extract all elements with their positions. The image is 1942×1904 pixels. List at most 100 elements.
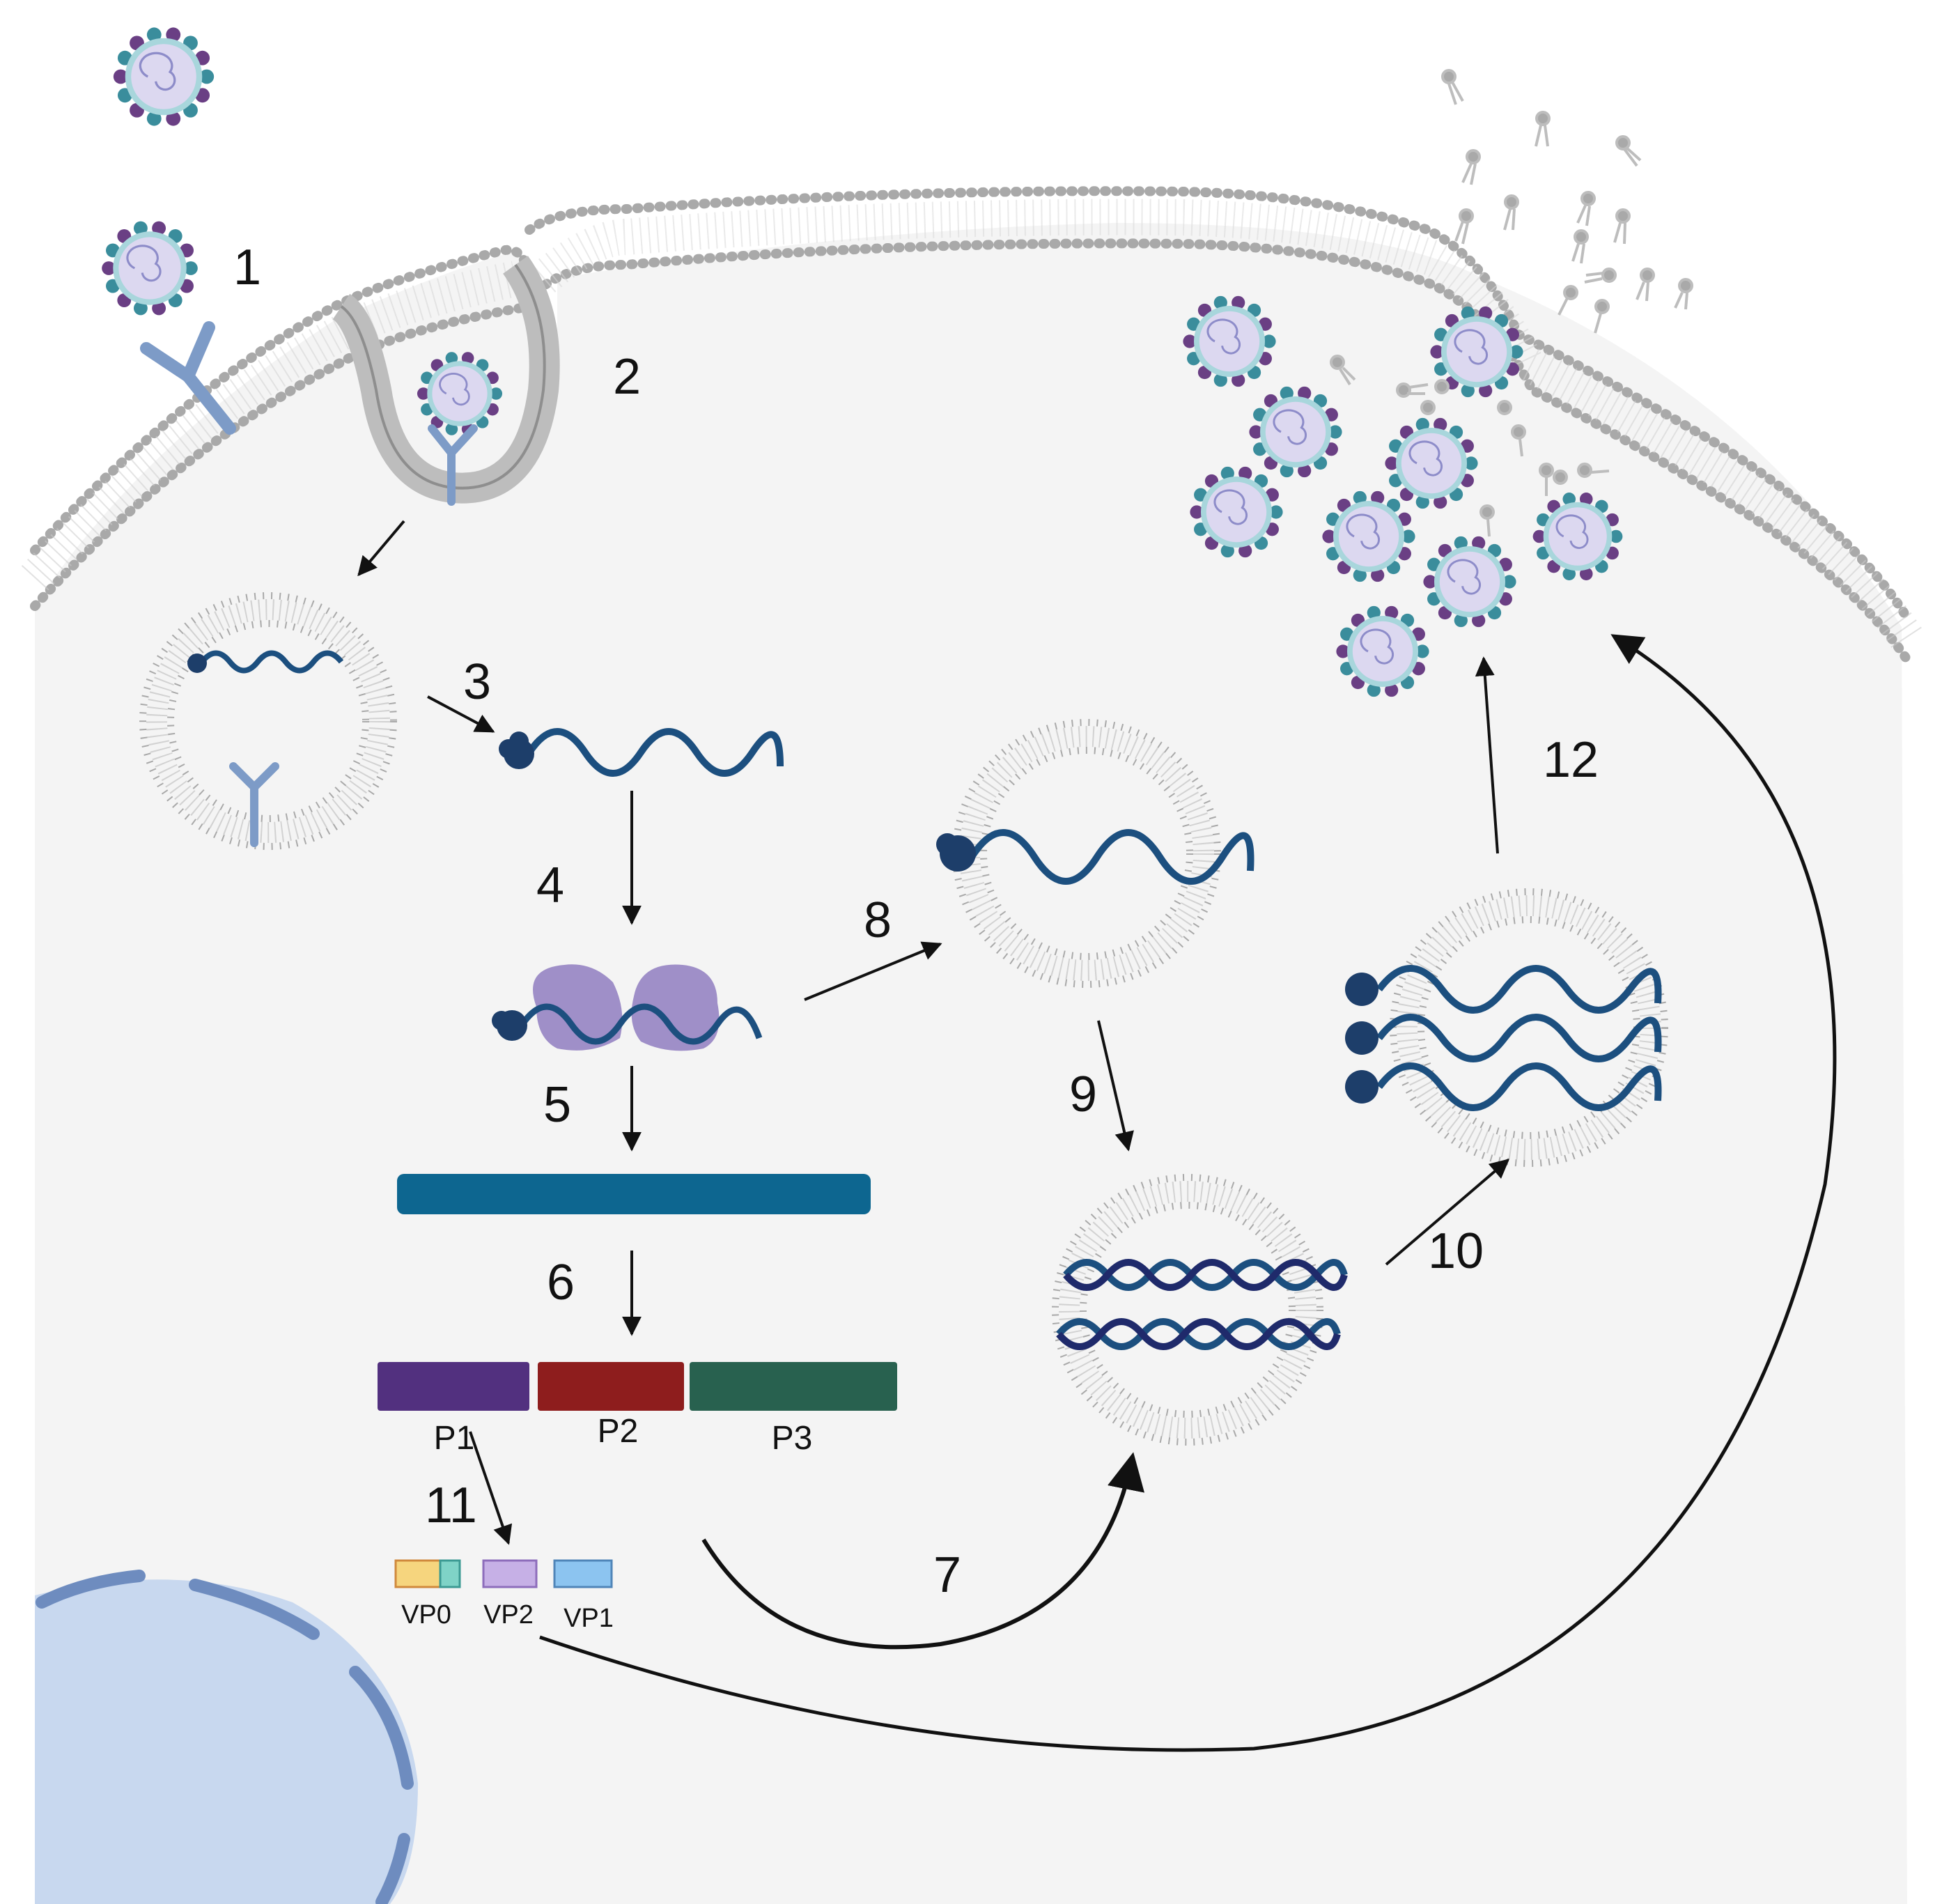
- arrow-vp-assembly: [539, 634, 1837, 1752]
- capsid-spike: [1385, 605, 1399, 620]
- virion: [1385, 417, 1478, 509]
- ribosome-complex: [492, 964, 763, 1051]
- arrow-11: [469, 1431, 513, 1545]
- capsid-spike: [133, 221, 148, 235]
- viral-genome-coil: [1206, 318, 1241, 355]
- capsid-spike: [1423, 575, 1437, 589]
- capsid-spike: [1220, 466, 1234, 481]
- step-12-label: 12: [1543, 732, 1599, 788]
- capsid-core: [1265, 401, 1326, 463]
- capsid-spike: [1220, 543, 1234, 558]
- virion: [1532, 493, 1623, 580]
- viral-genome-coil: [1360, 628, 1395, 665]
- capsid-spike: [1461, 383, 1475, 398]
- capsid-spike: [1328, 425, 1342, 439]
- viral-genome-coil: [439, 373, 470, 406]
- viral-genome-coil: [1346, 513, 1381, 550]
- capsid-spike: [1415, 495, 1429, 509]
- virion: [1190, 466, 1283, 558]
- capsid-spike: [1532, 529, 1546, 543]
- viral-genome-coil: [1213, 489, 1248, 525]
- capsid-spike: [1232, 295, 1245, 310]
- step-8-label: 8: [864, 892, 892, 948]
- capsid-spike: [1280, 386, 1294, 401]
- capsid-spike: [1509, 345, 1523, 359]
- segment-p1: [378, 1362, 529, 1411]
- step-3-label: 3: [463, 654, 491, 710]
- replication-vesicle-9: [1052, 1174, 1348, 1446]
- vp1-label: VP1: [564, 1604, 614, 1633]
- capsid-core: [1548, 507, 1607, 566]
- capsid-core: [118, 237, 181, 300]
- virion: [1336, 605, 1429, 697]
- replication-vesicle-10: [1345, 888, 1668, 1167]
- viral-genome-coil: [139, 52, 176, 91]
- capsid-spike: [417, 387, 430, 400]
- nucleus: [35, 1570, 418, 1904]
- capsid-spike: [1298, 386, 1312, 401]
- capsid-spike: [1579, 493, 1593, 506]
- capsid-spike: [1562, 493, 1576, 506]
- vp0-protein-b: [439, 1559, 461, 1588]
- capsid-spike: [1415, 417, 1429, 432]
- capsid-spike: [1249, 425, 1263, 439]
- viral-rna-uncoated: [499, 728, 784, 777]
- capsid-spike: [1213, 295, 1227, 310]
- virion: [1249, 386, 1342, 478]
- viral-genome-coil: [1273, 409, 1307, 445]
- step-7-label: 7: [933, 1547, 961, 1603]
- virion: [113, 27, 215, 126]
- arrow-12: [1475, 656, 1499, 854]
- capsid-spike: [1371, 490, 1385, 505]
- capsid-core: [432, 366, 488, 421]
- capsid-spike: [1430, 345, 1444, 359]
- capsid-spike: [1353, 490, 1367, 505]
- capsid-spike: [1454, 536, 1468, 550]
- capsid-spike: [1367, 683, 1381, 697]
- receptor-2: [428, 424, 478, 506]
- capsid-spike: [1262, 334, 1276, 348]
- arrow-10: [1385, 1159, 1510, 1266]
- segment-p2-label: P2: [598, 1413, 639, 1450]
- cell-cytoplasm: [35, 223, 1907, 1904]
- capsid-spike: [102, 261, 116, 275]
- capsid-spike: [1322, 529, 1336, 543]
- segment-p1-label: P1: [434, 1420, 475, 1457]
- virion: [417, 352, 503, 435]
- replication-vesicle-8: [936, 719, 1254, 988]
- vp0-label: VP0: [401, 1600, 451, 1630]
- capsid-spike: [1472, 536, 1486, 550]
- capsid-spike: [1461, 306, 1475, 320]
- capsid-spike: [1232, 373, 1245, 387]
- vp2-protein: [482, 1559, 538, 1588]
- capsid-spike: [1609, 529, 1623, 543]
- capsid-spike: [1353, 568, 1367, 582]
- capsid-spike: [166, 27, 181, 42]
- capsid-spike: [1183, 334, 1197, 348]
- capsid-spike: [152, 221, 166, 235]
- endosome: [139, 592, 397, 850]
- vp2-label: VP2: [483, 1600, 534, 1630]
- arrow-9: [1097, 1020, 1134, 1152]
- capsid-spike: [1464, 456, 1478, 470]
- capsid-spike: [146, 27, 162, 42]
- arrow-2: [357, 520, 405, 577]
- virion: [1322, 490, 1415, 582]
- step-10-label: 10: [1428, 1223, 1484, 1279]
- viral-genome-coil: [1447, 559, 1482, 595]
- capsid-spike: [1269, 505, 1283, 519]
- step-5-label: 5: [543, 1077, 571, 1133]
- arrows: [357, 520, 1837, 1752]
- capsid-spike: [1298, 463, 1312, 478]
- capsid-core: [1401, 433, 1462, 494]
- viral-genome-coil: [1555, 514, 1589, 550]
- capsid-spike: [1415, 644, 1429, 658]
- capsid-spike: [1238, 543, 1252, 558]
- capsid-core: [1439, 551, 1500, 612]
- vp1-protein: [553, 1559, 613, 1588]
- step-2-label: 2: [613, 349, 641, 405]
- step-6-label: 6: [547, 1255, 575, 1310]
- capsid-spike: [1479, 383, 1493, 398]
- capsid-spike: [445, 423, 458, 435]
- capsid-spike: [1434, 417, 1447, 432]
